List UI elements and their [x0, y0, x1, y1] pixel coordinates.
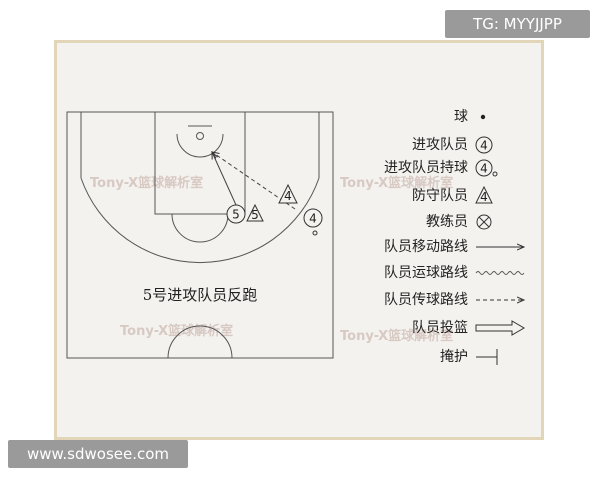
offense-player-4-number: 4	[309, 212, 317, 226]
watermark: Tony-X篮球解析室	[90, 175, 203, 191]
legend-label-screen: 掩护	[440, 349, 468, 365]
defense-player-5: 5	[246, 203, 264, 222]
diagram-caption: 5号进攻队员反跑	[143, 286, 258, 304]
shot-arrow-icon	[475, 320, 525, 336]
legend-label-offense-ball: 进攻队员持球	[384, 160, 468, 176]
screen-icon	[476, 349, 498, 365]
court-boundary	[66, 111, 334, 359]
legend-label-move: 队员移动路线	[384, 239, 468, 255]
offense-player-with-ball-icon	[475, 159, 493, 177]
defense-player-4-number: 4	[284, 189, 292, 203]
ball-icon	[480, 114, 486, 120]
legend-label-coach: 教练员	[426, 214, 468, 230]
legend-label-pass: 队员传球路线	[384, 292, 468, 308]
offense-player-icon-number: 4	[480, 139, 488, 153]
watermark: Tony-X篮球解析室	[340, 175, 453, 191]
offense-player-5-number: 5	[232, 208, 240, 222]
defense-player-icon-number: 4	[480, 190, 488, 204]
ball-icon	[312, 230, 318, 236]
bottom-badge: www.sdwosee.com	[8, 440, 188, 468]
legend-label-dribble: 队员运球路线	[384, 265, 468, 281]
restricted-arc	[176, 133, 224, 158]
free-throw-circle	[171, 213, 229, 243]
offense-player-icon	[475, 136, 493, 154]
coach-icon	[476, 214, 492, 230]
top-badge: TG: MYYJJPP	[445, 10, 590, 38]
legend: 球 进攻队员 4 进攻队员持球 4 防守队员 4 教练员 队员移动路线 队员运球…	[384, 109, 524, 365]
dribble-line-icon	[475, 271, 525, 275]
center-circle-arc	[167, 325, 233, 359]
defense-player-4: 4	[278, 183, 298, 204]
move-route	[212, 152, 237, 206]
legend-label-defense: 防守队员	[412, 188, 468, 204]
offense-player-with-ball-icon-number: 4	[480, 162, 488, 176]
half-court	[66, 111, 334, 359]
diagram-frame	[54, 40, 544, 440]
defense-player-icon	[475, 185, 493, 204]
basket-rim	[196, 132, 204, 140]
legend-label-shot: 队员投篮	[412, 320, 468, 336]
offense-player-4-with-ball: 4	[303, 208, 323, 236]
three-point-arc	[80, 177, 320, 264]
paint	[154, 111, 246, 215]
watermark: Tony-X篮球解析室	[120, 323, 233, 339]
defense-player-5-number: 5	[251, 208, 259, 222]
watermark: Tony-X篮球解析室	[340, 328, 453, 344]
legend-label-ball: 球	[454, 109, 468, 125]
ball-icon	[492, 171, 498, 177]
offense-player-5: 5	[226, 204, 246, 224]
legend-label-offense: 进攻队员	[412, 137, 468, 153]
